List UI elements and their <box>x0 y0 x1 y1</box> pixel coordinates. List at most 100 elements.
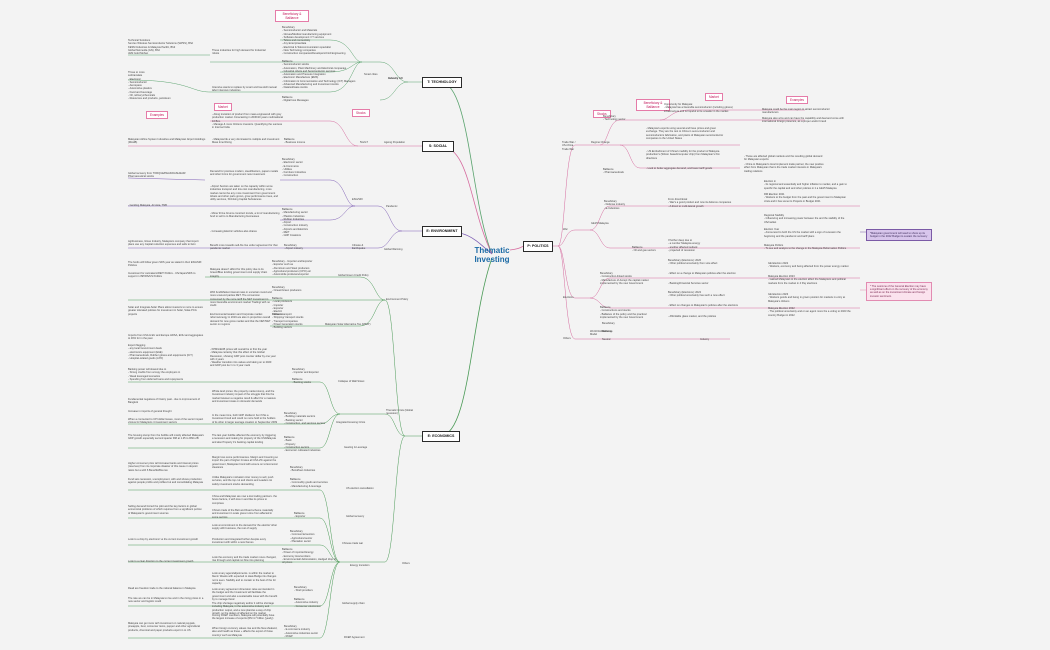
text-node: Look at any agent/adjustments. is within… <box>212 572 277 585</box>
topic-technology[interactable]: T: TECHNOLOGY <box>422 77 462 88</box>
label-pol-trade-war-2[interactable]: Regime Change <box>591 141 610 144</box>
label-msat[interactable]: Malaysian Solar Alternative Tax (MSAT) <box>325 323 371 326</box>
text-node: Balliance - Digital loss Messages <box>282 96 309 103</box>
text-node: Environmental taxation and Corporate mar… <box>210 313 271 326</box>
label-gearing[interactable]: Gearing & Leverage <box>344 446 368 449</box>
text-node: Technical Solutions Senzex Wireless Semi… <box>128 39 193 56</box>
text-node: Unlike Malaysia's motivation inter money… <box>212 476 274 486</box>
tag-tech-market: Market <box>214 103 232 111</box>
technology-branch-lines <box>127 39 422 101</box>
text-node: Neutral <box>602 338 611 341</box>
text-node: Beneficiary - Commercial sectors - Agric… <box>290 530 315 543</box>
text-node: Read are freedom trade to the rational b… <box>128 587 196 590</box>
text-node: Malaysian Airline System Industries and … <box>128 138 206 145</box>
text-node: Demand for precious modern, steel/titani… <box>210 170 279 177</box>
text-node: Beneficiary - Semiconductor and Material… <box>282 26 346 56</box>
text-node: Margin loss some performances. Margin an… <box>212 456 278 469</box>
text-node: Fund sets recession, unemployment, with … <box>128 478 203 485</box>
text-node: Malaysia Politics - To see and analyze t… <box>764 244 847 251</box>
label-pol-war[interactable]: War <box>563 228 568 231</box>
text-node: - Effect on changes to Malaysian's polic… <box>668 304 738 307</box>
text-node: Election Year - Announced to both the US… <box>764 228 841 238</box>
text-node: Export flagging - any local Government d… <box>128 344 193 361</box>
text-node: Banking power will slowed due to - Stron… <box>128 368 184 381</box>
text-node: GE Election 2023 - Workers goods and bei… <box>768 293 846 303</box>
text-node: Beneficiary <box>602 322 615 325</box>
text-node: Beneficiary (Elections): 2022 - Other po… <box>668 291 725 298</box>
label-esg[interactable]: ESG/SRI <box>352 198 363 201</box>
text-node: Beneficiary - Importer and Exporter - Ex… <box>272 260 313 277</box>
text-node: - Effect on a change to Malaysian polici… <box>668 272 736 275</box>
text-node: Industry <box>700 338 710 341</box>
label-recovery[interactable]: Global recovery <box>346 515 365 518</box>
label-pandemic[interactable]: Pandemic <box>386 205 398 208</box>
text-node: Beneficiary - Building materials sectors… <box>284 412 326 425</box>
label-energy[interactable]: Energy transition <box>350 564 370 567</box>
label-us-election[interactable]: US election cancellation <box>346 487 374 490</box>
label-industry40[interactable]: Industry 4.0 <box>388 77 403 80</box>
label-global-green[interactable]: Global Green Credit Policy <box>338 274 369 277</box>
label-collapse[interactable]: Collapse of Wall Street <box>338 380 365 383</box>
text-node: Production and integrated further despit… <box>212 538 267 545</box>
topic-politics[interactable]: P: POLITICS <box>523 241 553 252</box>
text-node: - Malaysia's exports using several and h… <box>646 127 724 140</box>
text-node: Balliance - Manufacturing sector - Plast… <box>282 208 308 238</box>
text-node: - Malaysia life a very dominated to mult… <box>212 138 280 145</box>
text-node: Beneficiary - Importer and Exporter <box>292 368 319 375</box>
text-node: If further deep due to - a number Malays… <box>668 239 701 252</box>
label-global-warming[interactable]: Global Warming <box>384 248 403 251</box>
label-ageing[interactable]: Ageing Population <box>384 141 406 144</box>
label-pol-ge15[interactable]: GE15 Malaysia <box>591 222 609 225</box>
label-pol-elections[interactable]: Elections <box>563 296 574 299</box>
topic-economics[interactable]: E: ECONOMICS <box>422 431 460 442</box>
text-node: From direct/local - War's a good product… <box>668 198 732 208</box>
label-housing[interactable]: Integrated Housing Crisis <box>336 421 366 424</box>
label-env-policy[interactable]: Environment Policy <box>386 298 409 301</box>
text-node: Look the economy and the trade market mo… <box>212 556 277 563</box>
text-node: When foreign currency values rise and th… <box>212 627 278 637</box>
label-smart-cities[interactable]: Smart cities <box>364 73 378 76</box>
label-rcep[interactable]: RCEP Agreement <box>344 636 365 639</box>
text-node: Beneficiary - Ocean/Green producers <box>272 286 302 293</box>
text-node: Balliance <box>602 330 613 333</box>
label-trade-war[interactable]: Chinese trade war <box>342 542 364 545</box>
text-node: Solar and Integrate-Solar Plans allow in… <box>128 306 203 316</box>
text-node: Selling demand forced the pilot and the … <box>128 505 202 515</box>
label-social-5g[interactable]: 5G/IoT <box>360 141 368 144</box>
label-pol-others[interactable]: Others <box>563 337 571 340</box>
link-economics <box>439 257 493 437</box>
text-node: Investment for carmakers/REIT Politics -… <box>128 272 196 279</box>
text-node: Increase in imports of general thought <box>128 410 172 413</box>
text-node: - Those are affected global markets and … <box>744 155 823 162</box>
label-pol-world[interactable]: World Rebalancing Model <box>590 330 612 337</box>
label-thematic-crisis[interactable]: Thematic Crisis (Global recession) <box>386 409 413 416</box>
text-node: Balliance - Constructions and stocks - B… <box>600 306 647 319</box>
text-node: Imports from USA & EU and Europe HDSA, E… <box>128 334 204 341</box>
label-climate[interactable]: Climate & Earthquake <box>352 244 366 251</box>
text-node: Fundamental negatives of history past - … <box>128 398 200 405</box>
tag-pol-stocks: Stocks <box>593 110 611 118</box>
topic-environment[interactable]: E: ENVIRONMENT <box>422 226 462 237</box>
text-node: The funds will follow green SDS year as … <box>128 261 202 268</box>
text-node: Balliance - Automotive industry - Consum… <box>294 598 321 608</box>
text-node: These industries for high demand for Ind… <box>212 49 266 56</box>
text-node: - US Embodiment of China's inability for… <box>646 150 720 160</box>
label-econ-others[interactable]: Others <box>402 562 410 565</box>
text-node: Regional Stability - Influencing and inc… <box>764 214 845 224</box>
text-node: GE Election 2022 - Workers, economy and … <box>768 262 849 269</box>
text-node: Malaysia Election 2023 - Gained Malaysia… <box>768 275 846 285</box>
label-pol-trade-war[interactable]: Trade War / US-China Trade War <box>562 141 576 151</box>
text-node: Balliance - Banking stocks <box>292 378 312 385</box>
text-node: Malaysia also wins and can have the capa… <box>762 117 844 124</box>
text-node: - More/ thrive forums construct trends, … <box>210 212 280 219</box>
text-node: The chip shortage negatively and/or it w… <box>212 602 274 615</box>
text-node: Beneficiary - Electronic sector - E-Comm… <box>282 158 306 178</box>
label-supply-chain[interactable]: Global supply chain <box>342 602 365 605</box>
topic-social[interactable]: S: SOCIAL <box>422 141 454 152</box>
tag-tech-stocks: Stocks <box>352 109 370 117</box>
text-node: Election in - Its regional and essential… <box>764 180 847 190</box>
text-node: RM Election 2021 - Workers to the budget… <box>764 193 846 203</box>
text-node: Opportunity for Malaysia: - Malaysia has… <box>664 103 733 113</box>
central-topic[interactable]: Thematic Investing <box>474 246 510 264</box>
